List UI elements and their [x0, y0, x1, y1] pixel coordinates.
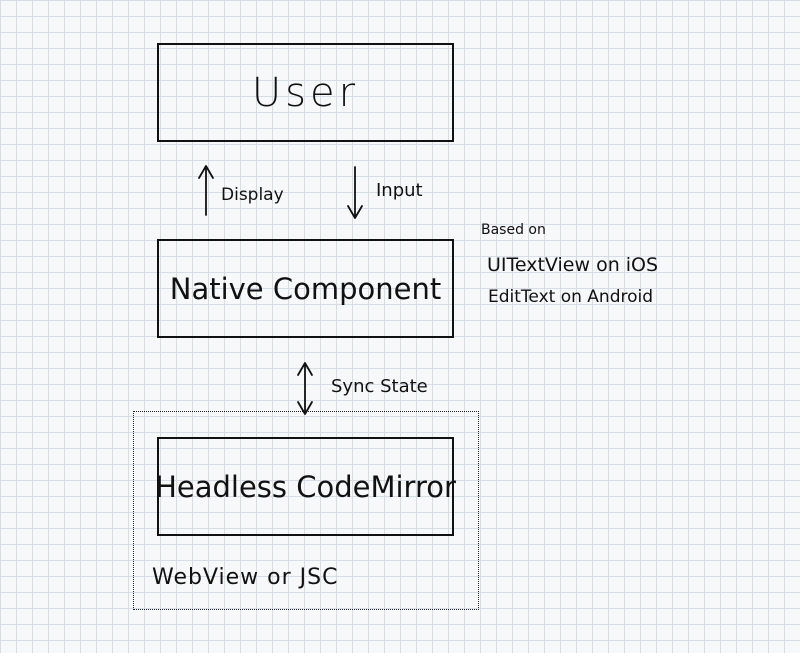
user-node: User — [157, 43, 454, 142]
webview-or-jsc-label: WebView or JSC — [152, 565, 339, 590]
annotation-heading: Based on — [481, 222, 546, 238]
input-arrow — [347, 166, 363, 219]
headless-codemirror-node: Headless CodeMirror — [155, 437, 456, 536]
sync-state-edge-label: Sync State — [331, 376, 428, 397]
annotation-ios: UITextView on iOS — [487, 254, 659, 276]
user-node-label: User — [251, 69, 360, 116]
display-edge-label: Display — [221, 185, 284, 205]
display-arrow — [198, 165, 214, 216]
annotation-android: EditText on Android — [488, 287, 654, 307]
headless-codemirror-node-label: Headless CodeMirror — [155, 469, 456, 504]
native-component-node-label: Native Component — [169, 271, 442, 306]
sync-state-arrow — [297, 362, 313, 415]
native-component-node: Native Component — [157, 239, 454, 338]
input-edge-label: Input — [376, 180, 423, 201]
